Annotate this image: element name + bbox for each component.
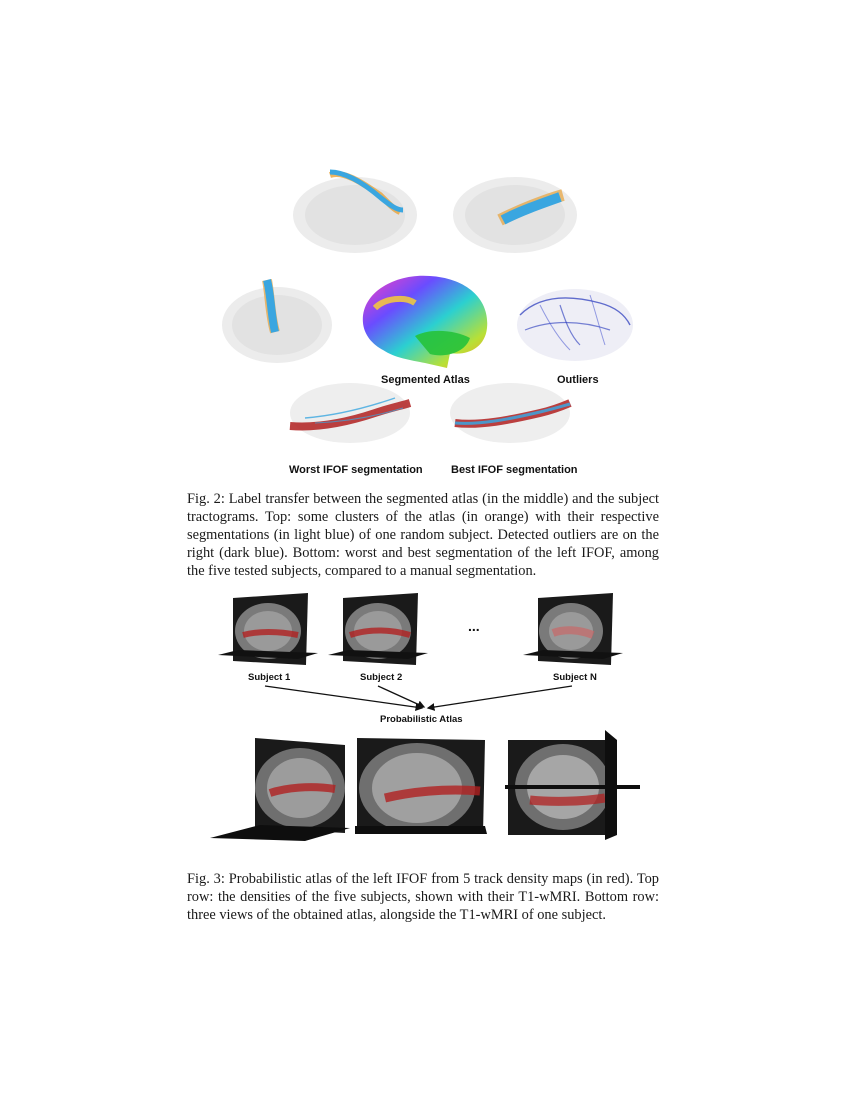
- cluster-middle-left-image: [222, 278, 332, 363]
- outliers-image: [517, 289, 633, 361]
- subject-2-label: Subject 2: [360, 672, 403, 683]
- subject-2-mri-image: [328, 593, 428, 665]
- best-ifof-label: Best IFOF segmentation: [451, 464, 578, 476]
- figure-2-caption: Fig. 2: Label transfer between the segme…: [187, 490, 659, 580]
- merge-arrows: [264, 685, 573, 711]
- figure-3: ... Subject 1 Subject 2 Subject N Probab…: [200, 588, 650, 858]
- subject-1-mri-image: [218, 593, 318, 665]
- subject-n-label: Subject N: [553, 672, 597, 683]
- figure-2: Segmented Atlas Outliers Worst IFOF segm…: [200, 150, 650, 485]
- figure-2-caption-lead: Fig. 2:: [187, 491, 225, 507]
- subject-n-mri-image: [523, 593, 623, 665]
- atlas-view-sagittal-1-image: [210, 738, 350, 841]
- figure-2-caption-text: Label transfer between the segmented atl…: [187, 491, 659, 579]
- segmented-atlas-image: [362, 275, 488, 368]
- figure-3-caption: Fig. 3: Probabilistic atlas of the left …: [187, 870, 659, 924]
- subjects-ellipsis: ...: [468, 618, 480, 634]
- probabilistic-atlas-label: Probabilistic Atlas: [380, 714, 463, 725]
- atlas-view-axial-image: [505, 730, 640, 840]
- worst-ifof-label: Worst IFOF segmentation: [289, 464, 423, 476]
- segmented-atlas-label: Segmented Atlas: [381, 374, 470, 386]
- atlas-view-sagittal-2-image: [355, 738, 487, 834]
- subject-1-label: Subject 1: [248, 672, 291, 683]
- worst-ifof-image: [289, 383, 412, 443]
- cluster-top-left-image: [293, 169, 417, 253]
- figure-3-caption-text: Probabilistic atlas of the left IFOF fro…: [187, 871, 659, 923]
- figure-3-caption-lead: Fig. 3:: [187, 871, 225, 887]
- outliers-label: Outliers: [557, 374, 599, 386]
- cluster-top-right-image: [453, 177, 577, 253]
- best-ifof-image: [450, 383, 572, 443]
